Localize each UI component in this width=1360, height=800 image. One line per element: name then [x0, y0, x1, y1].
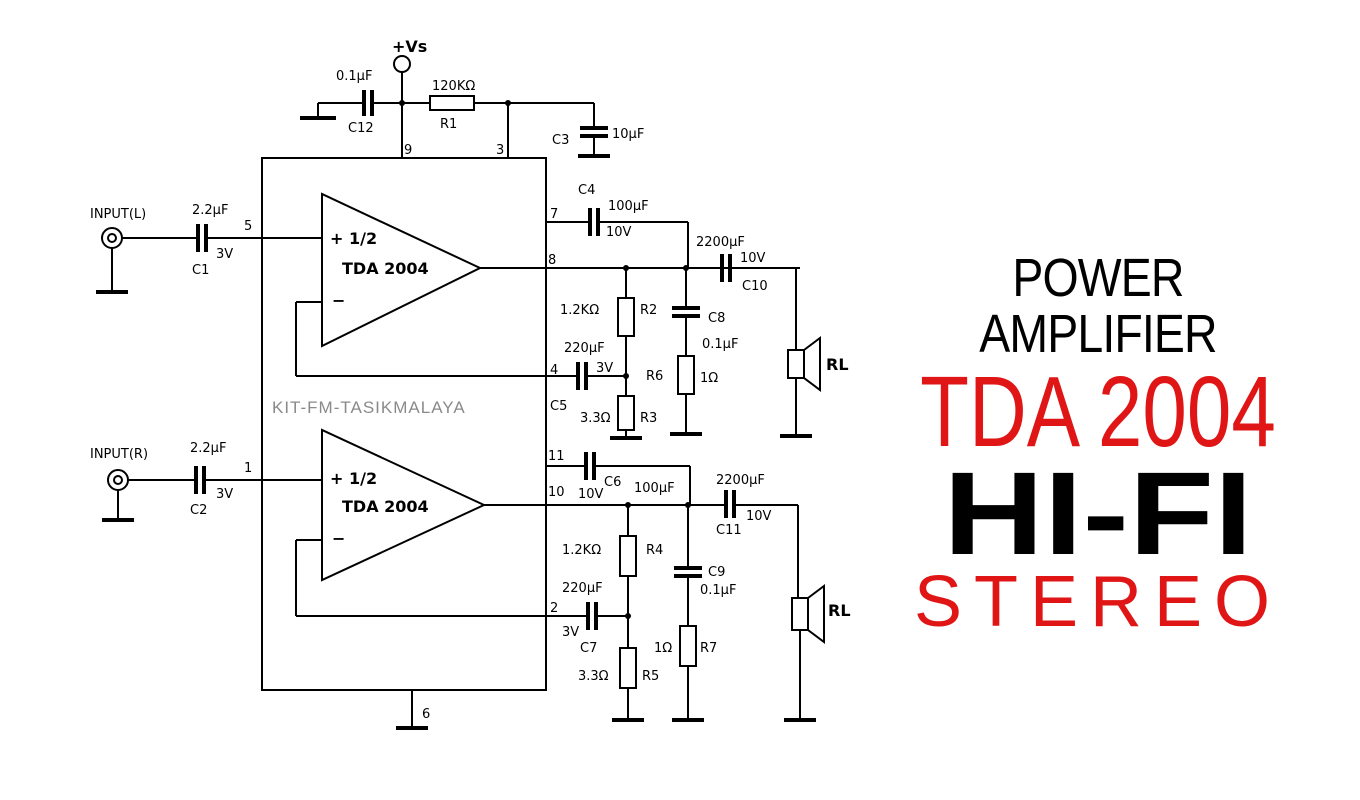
- title-tda2004: TDA 2004: [920, 356, 1276, 468]
- input-r-jack: [107, 469, 129, 491]
- c9-value: 0.1µF: [700, 583, 736, 598]
- vs-label: +Vs: [392, 37, 427, 56]
- r2-resistor: [617, 297, 635, 337]
- r4-resistor: [619, 535, 637, 577]
- input-l-label: INPUT(L): [90, 207, 146, 222]
- rl-left-label: RL: [826, 355, 849, 374]
- amp-right-name: TDA 2004: [342, 497, 429, 516]
- c8-name: C8: [708, 311, 725, 326]
- r3-name: R3: [640, 411, 657, 426]
- title-stereo: STEREO: [913, 562, 1283, 642]
- r6-name: R6: [646, 369, 663, 384]
- c7-volt: 3V: [562, 625, 579, 640]
- r2-value: 1.2KΩ: [560, 303, 599, 318]
- c10-value: 2200µF: [696, 235, 745, 250]
- amp-left-name: TDA 2004: [342, 259, 429, 278]
- c11-name: C11: [716, 523, 742, 538]
- pin-2: 2: [550, 601, 558, 616]
- r5-value: 3.3Ω: [578, 669, 609, 684]
- r1-name: R1: [440, 117, 457, 132]
- amp-left-minus: −: [332, 291, 345, 310]
- c5-volt: 3V: [596, 361, 613, 376]
- c2-volt: 3V: [216, 487, 233, 502]
- r4-name: R4: [646, 543, 663, 558]
- watermark: KIT-FM-TASIKMALAYA: [272, 398, 466, 417]
- title-block: POWER AMPLIFIER TDA 2004 HI-FI STEREO: [868, 250, 1328, 638]
- amp-right-plus: + 1/2: [330, 469, 377, 488]
- pin-8: 8: [548, 253, 556, 268]
- r2-name: R2: [640, 303, 657, 318]
- c7-name: C7: [580, 641, 597, 656]
- amp-left-triangle: [321, 192, 483, 348]
- r3-resistor: [617, 395, 635, 431]
- pin-10: 10: [548, 485, 565, 500]
- c1-value: 2.2µF: [192, 203, 228, 218]
- circuit-schematic: +Vs 0.1µF C12 120KΩ R1 C3 10µF 9 3 INP: [90, 37, 851, 730]
- r6-resistor: [677, 355, 695, 395]
- r1-value: 120KΩ: [432, 79, 475, 94]
- c4-name: C4: [578, 183, 595, 198]
- r4-value: 1.2KΩ: [562, 543, 601, 558]
- speaker-left: [787, 349, 805, 379]
- c1-name: C1: [192, 263, 209, 278]
- r7-value: 1Ω: [654, 641, 672, 656]
- title-hifi: HI-FI: [943, 448, 1253, 580]
- pin-3: 3: [496, 143, 504, 158]
- c3-value: 10µF: [612, 127, 644, 142]
- c1-volt: 3V: [216, 247, 233, 262]
- speaker-right: [791, 597, 809, 631]
- r1-resistor: [429, 95, 475, 111]
- input-l-jack: [101, 227, 123, 249]
- c3-name: C3: [552, 133, 569, 148]
- pin-4: 4: [550, 363, 558, 378]
- r7-resistor: [679, 625, 697, 667]
- pin-1: 1: [244, 461, 252, 476]
- c12-name: C12: [348, 121, 374, 136]
- vs-terminal: [393, 55, 411, 73]
- c11-value: 2200µF: [716, 473, 765, 488]
- r5-resistor: [619, 647, 637, 689]
- c12-value: 0.1µF: [336, 69, 372, 84]
- c11-volt: 10V: [746, 509, 772, 524]
- amp-left-plus: + 1/2: [330, 229, 377, 248]
- r3-value: 3.3Ω: [580, 411, 611, 426]
- r6-value: 1Ω: [700, 371, 718, 386]
- amp-right-minus: −: [332, 529, 345, 548]
- title-power-amplifier: POWER AMPLIFIER: [979, 248, 1217, 364]
- pin-9: 9: [404, 143, 412, 158]
- ic-body: [261, 157, 547, 691]
- r5-name: R5: [642, 669, 659, 684]
- c6-value: 100µF: [634, 481, 675, 496]
- c6-name: C6: [604, 475, 621, 490]
- c5-name: C5: [550, 399, 567, 414]
- c10-name: C10: [742, 279, 768, 294]
- c10-volt: 10V: [740, 251, 766, 266]
- c2-value: 2.2µF: [190, 441, 226, 456]
- c2-name: C2: [190, 503, 207, 518]
- c6-volt: 10V: [578, 487, 604, 502]
- c8-value: 0.1µF: [702, 337, 738, 352]
- pin-6: 6: [422, 707, 430, 722]
- c4-value: 100µF: [608, 199, 649, 214]
- input-r-label: INPUT(R): [90, 447, 148, 462]
- r7-name: R7: [700, 641, 717, 656]
- amp-right-triangle: [321, 428, 487, 582]
- c7-value: 220µF: [562, 581, 603, 596]
- c4-volt: 10V: [606, 225, 632, 240]
- pin-5: 5: [244, 219, 252, 234]
- rl-right-label: RL: [828, 601, 851, 620]
- c9-name: C9: [708, 565, 725, 580]
- pin-11: 11: [548, 449, 565, 464]
- c5-value: 220µF: [564, 341, 605, 356]
- pin-7: 7: [550, 207, 558, 222]
